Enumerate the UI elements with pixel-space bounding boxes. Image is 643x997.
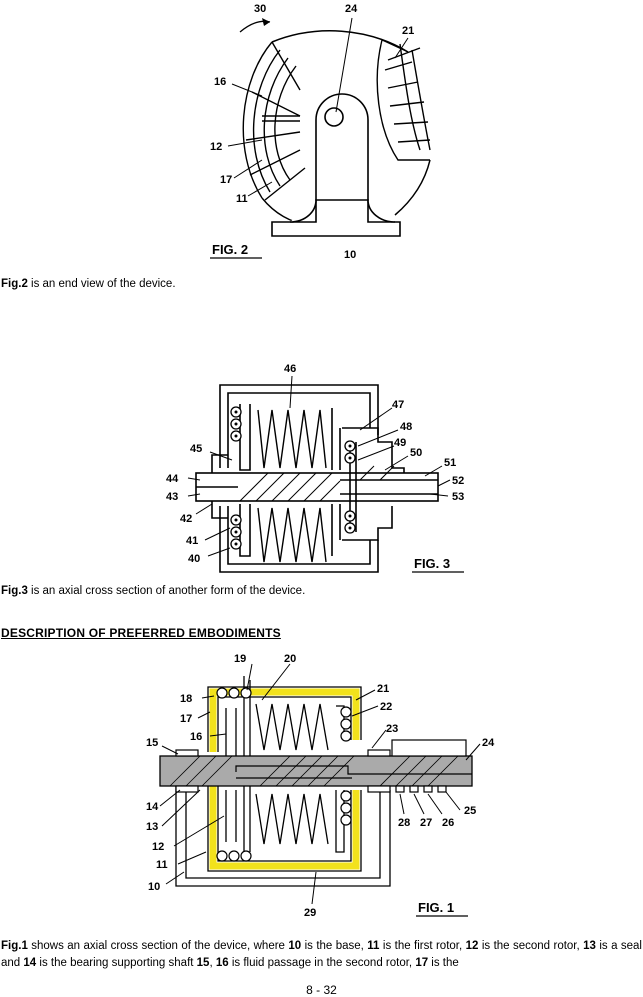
fig1-label-24: 24: [482, 737, 495, 749]
para-text: is the: [428, 957, 459, 969]
section-heading: DESCRIPTION OF PREFERRED EMBODIMENTS: [1, 626, 281, 640]
fig1-label-12: 12: [152, 841, 164, 853]
para-text: is the base,: [301, 940, 368, 952]
fig3-caption-text: is an axial cross section of another for…: [27, 585, 306, 597]
fig3-caption: Fig.3 is an axial cross section of anoth…: [1, 583, 305, 599]
fig3-label-45: 45: [190, 443, 202, 455]
fig2-label-10: 10: [344, 249, 356, 261]
fig3-label-41: 41: [186, 535, 198, 547]
fig1-label-16: 16: [190, 731, 202, 743]
fig1-label-19: 19: [234, 653, 246, 665]
fig2-label-24: 24: [345, 3, 358, 15]
fig2-label-30: 30: [254, 3, 266, 15]
fig3-label-42: 42: [180, 513, 192, 525]
ref-16: 16: [215, 957, 229, 969]
fig1-label-28: 28: [398, 817, 410, 829]
fig2-title: FIG. 2: [212, 242, 248, 257]
fig1-label-17: 17: [180, 713, 192, 725]
fig1-label-18: 18: [180, 693, 192, 705]
ref-15: 15: [196, 957, 210, 969]
ref-17: 17: [415, 957, 429, 969]
fig2-label-21: 21: [402, 25, 414, 37]
fig3-label-50: 50: [410, 447, 422, 459]
para-text: shows an axial cross section of the devi…: [27, 940, 289, 952]
ref-14: 14: [23, 957, 37, 969]
fig3-label-46: 46: [284, 363, 296, 375]
page-number: 8 - 32: [306, 983, 337, 997]
figure-1: 19 20 18 21 17 22 16 23 15 24 14 25 13 2…: [146, 653, 495, 919]
ref-13: 13: [583, 940, 596, 952]
para-text: is a seal and: [1, 940, 642, 969]
fig1-label-21: 21: [377, 683, 389, 695]
fig3-label-48: 48: [400, 421, 412, 433]
fig1-label-11: 11: [156, 859, 168, 871]
para-text: is fluid passage in the second rotor,: [228, 957, 416, 969]
fig3-label-43: 43: [166, 491, 178, 503]
fig3-label-40: 40: [188, 553, 200, 565]
fig3-label-51: 51: [444, 457, 456, 469]
ref-12: 12: [465, 940, 479, 952]
fig1-label-27: 27: [420, 817, 432, 829]
fig2-label-16: 16: [214, 76, 226, 88]
para-text: is the bearing supporting shaft: [36, 957, 197, 969]
fig1-label-29: 29: [304, 907, 316, 919]
fig1-label-22: 22: [380, 701, 392, 713]
fig2-caption-text: is an end view of the device.: [27, 278, 176, 290]
fig1-label-13: 13: [146, 821, 158, 833]
figure-2: 30 24 21 16 12 17 11 FIG. 2 10: [210, 3, 431, 261]
fig1-label-15: 15: [146, 737, 158, 749]
ref-fig1: Fig.1: [1, 940, 28, 952]
fig3-label-52: 52: [452, 475, 464, 487]
fig2-caption-ref: Fig.2: [1, 278, 28, 290]
fig1-title: FIG. 1: [418, 900, 454, 915]
fig1-label-25: 25: [464, 805, 476, 817]
fig3-label-47: 47: [392, 399, 404, 411]
fig3-label-49: 49: [394, 437, 406, 449]
para-text: is the second rotor,: [478, 940, 584, 952]
fig3-label-44: 44: [166, 473, 179, 485]
fig1-label-23: 23: [386, 723, 398, 735]
fig2-label-11: 11: [236, 193, 248, 205]
fig1-label-20: 20: [284, 653, 296, 665]
fig3-label-53: 53: [452, 491, 464, 503]
fig3-title: FIG. 3: [414, 556, 450, 571]
para-text: ,: [209, 957, 216, 969]
body-paragraph: Fig.1 shows an axial cross section of th…: [1, 938, 642, 972]
fig1-label-14: 14: [146, 801, 159, 813]
fig2-caption: Fig.2 is an end view of the device.: [1, 276, 176, 292]
fig2-label-12: 12: [210, 141, 222, 153]
ref-10: 10: [288, 940, 302, 952]
ref-11: 11: [367, 940, 380, 952]
para-text: is the first rotor,: [379, 940, 466, 952]
fig1-label-26: 26: [442, 817, 454, 829]
fig1-label-10: 10: [148, 881, 160, 893]
fig2-label-17: 17: [220, 174, 232, 186]
fig3-caption-ref: Fig.3: [1, 585, 28, 597]
figure-3: 46 47 48 49 50 51 52 53 45 44 43 42 41 4…: [166, 363, 464, 573]
